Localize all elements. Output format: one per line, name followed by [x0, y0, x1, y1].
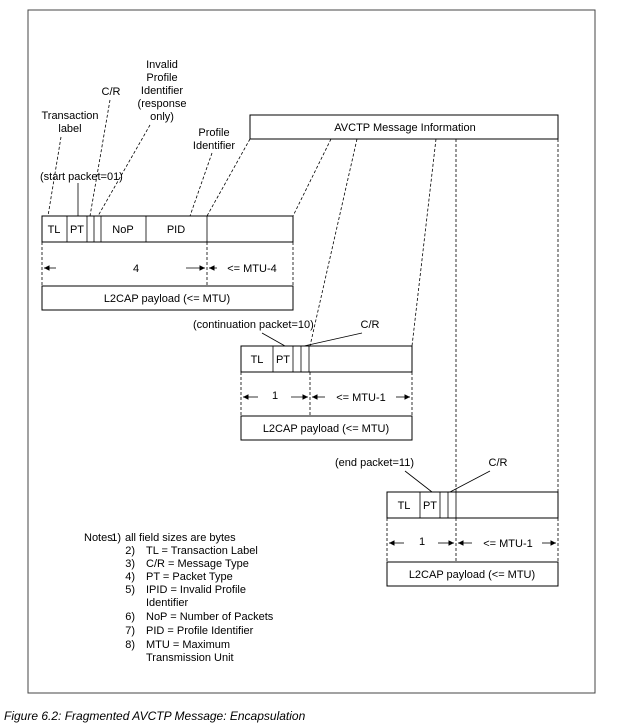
cr-top-label: C/R	[102, 86, 121, 98]
avctp-info-box	[249, 114, 559, 140]
svg-text:1): 1)	[111, 532, 121, 544]
note-2: TL = Transaction Label	[146, 545, 258, 557]
packet3-size-right: <= MTU-1	[483, 538, 533, 550]
packet2-pt: PT	[276, 354, 290, 366]
pt-pointer-3	[404, 470, 433, 493]
packet2-size-left: 1	[272, 390, 278, 402]
svg-text:Transaction: Transaction	[41, 110, 98, 122]
svg-text:Transmission Unit: Transmission Unit	[146, 652, 234, 664]
start-packet: TL PT NoP PID 4 <= MTU-4 L2CAP payload (…	[41, 215, 294, 311]
packet1-payload: L2CAP payload (<= MTU)	[104, 293, 230, 305]
packet2-size-right: <= MTU-1	[336, 392, 386, 404]
packet3-frame	[386, 491, 559, 519]
packet2-payload: L2CAP payload (<= MTU)	[263, 423, 389, 435]
note-6: NoP = Number of Packets	[146, 611, 274, 623]
notes-title: Notes:	[84, 532, 116, 544]
packet3-payload: L2CAP payload (<= MTU)	[409, 569, 535, 581]
continuation-packet: TL PT 1 <= MTU-1 L2CAP payload (<= MTU)	[240, 345, 413, 441]
continuation-packet-label: (continuation packet=10)	[193, 319, 314, 331]
start-packet-label: (start packet=01)	[40, 171, 123, 183]
packet2-frame	[240, 345, 413, 373]
pt-pointer-2	[261, 332, 286, 347]
note-3: C/R = Message Type	[146, 558, 249, 570]
svg-text:5): 5)	[125, 584, 135, 596]
svg-text:only): only)	[150, 111, 174, 123]
end-packet: TL PT 1 <= MTU-1 L2CAP payload (<= MTU)	[386, 491, 559, 587]
note-7: PID = Profile Identifier	[146, 625, 254, 637]
avctp-to-pkt2-left	[309, 138, 358, 347]
notes: Notes: 1) all field sizes are bytes 2) T…	[84, 532, 274, 664]
svg-text:Profile: Profile	[146, 72, 177, 84]
svg-text:Identifier: Identifier	[146, 597, 189, 609]
packet1-nop: NoP	[112, 224, 133, 236]
profile-identifier-label: Profile Identifier	[193, 127, 236, 152]
svg-text:7): 7)	[125, 625, 135, 637]
svg-text:Identifier: Identifier	[141, 85, 184, 97]
packet3-pt: PT	[423, 500, 437, 512]
svg-text:3): 3)	[125, 558, 135, 570]
packet1-frame	[41, 215, 294, 243]
packet1-payload-box	[41, 285, 294, 311]
cr-pointer-2	[303, 332, 363, 347]
packet1-tl: TL	[48, 224, 61, 236]
figure-caption: Figure 6.2: Fragmented AVCTP Message: En…	[4, 709, 306, 723]
packet1-pid: PID	[167, 224, 185, 236]
svg-text:Profile: Profile	[198, 127, 229, 139]
avctp-to-pkt1-right	[292, 138, 332, 217]
note-1: all field sizes are bytes	[125, 532, 236, 544]
svg-text:8): 8)	[125, 639, 135, 651]
packet1-size-right: <= MTU-4	[227, 263, 277, 275]
note-5: IPID = Invalid Profile	[146, 584, 246, 596]
avctp-info-label: AVCTP Message Information	[334, 122, 475, 134]
figure-frame	[27, 9, 596, 694]
cr-mid-label: C/R	[361, 319, 380, 331]
note-4: PT = Packet Type	[146, 571, 233, 583]
svg-text:Invalid: Invalid	[146, 59, 178, 71]
svg-text:2): 2)	[125, 545, 135, 557]
packet3-tl: TL	[398, 500, 411, 512]
packet1-pt: PT	[70, 224, 84, 236]
packet2-tl: TL	[251, 354, 264, 366]
svg-text:Identifier: Identifier	[193, 140, 236, 152]
avctp-to-pkt2-right	[411, 138, 437, 347]
end-packet-label: (end packet=11)	[335, 457, 414, 469]
ipid-pointer	[97, 124, 151, 217]
svg-text:4): 4)	[125, 571, 135, 583]
avctp-fragmentation-diagram: Invalid Profile Identifier (response onl…	[27, 9, 596, 694]
svg-text:label: label	[58, 123, 81, 135]
svg-text:6): 6)	[125, 611, 135, 623]
invalid-pid-label: Invalid Profile Identifier (response onl…	[138, 59, 187, 123]
packet1-size-left: 4	[133, 263, 139, 275]
note-8: MTU = Maximum	[146, 639, 230, 651]
cr-end-label: C/R	[489, 457, 508, 469]
pid-pointer	[189, 152, 213, 217]
svg-text:(response: (response	[138, 98, 187, 110]
transaction-label: Transaction label	[41, 110, 98, 135]
transaction-pointer	[47, 136, 62, 217]
packet3-payload-box	[386, 561, 559, 587]
packet2-payload-box	[240, 415, 413, 441]
packet3-size-left: 1	[419, 536, 425, 548]
cr-pointer-3	[449, 470, 491, 493]
